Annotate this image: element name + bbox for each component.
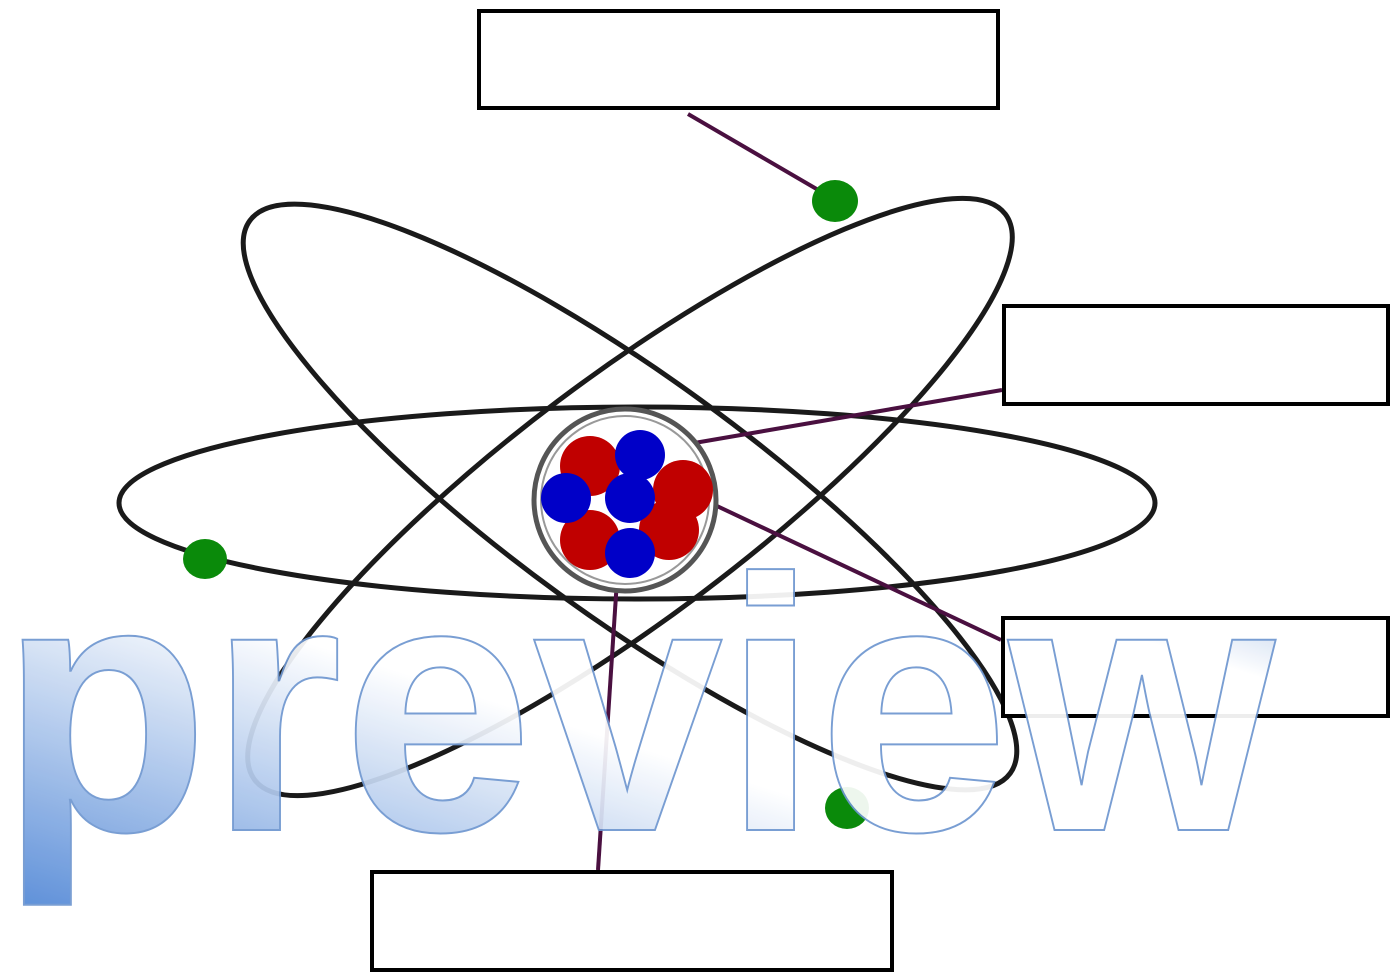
orbit-horizontal [116, 404, 1158, 602]
nucleus-label-box[interactable] [370, 870, 894, 972]
pointer-lines [596, 112, 1003, 871]
nucleus [531, 406, 719, 594]
proton [560, 510, 620, 570]
electron [825, 787, 869, 829]
neutron [605, 473, 655, 523]
neutron [605, 528, 655, 578]
proton-label-box[interactable] [1002, 304, 1390, 406]
orbit-diagonal-a [240, 201, 1020, 793]
pointer-line-proton [641, 388, 1003, 454]
electron-label-box[interactable] [477, 9, 1000, 110]
electron [183, 539, 227, 579]
pointer-line-electron [686, 112, 834, 200]
neutron [541, 473, 591, 523]
electron [812, 180, 858, 222]
orbit-diagonal-b [245, 195, 1015, 799]
neutron-label-box[interactable] [1001, 616, 1390, 718]
orbits [116, 195, 1158, 799]
electrons [183, 180, 869, 829]
proton [639, 500, 699, 560]
pointer-line-neutron [682, 488, 1002, 642]
pointer-line-nucleus [596, 579, 619, 871]
neutron [615, 430, 665, 480]
